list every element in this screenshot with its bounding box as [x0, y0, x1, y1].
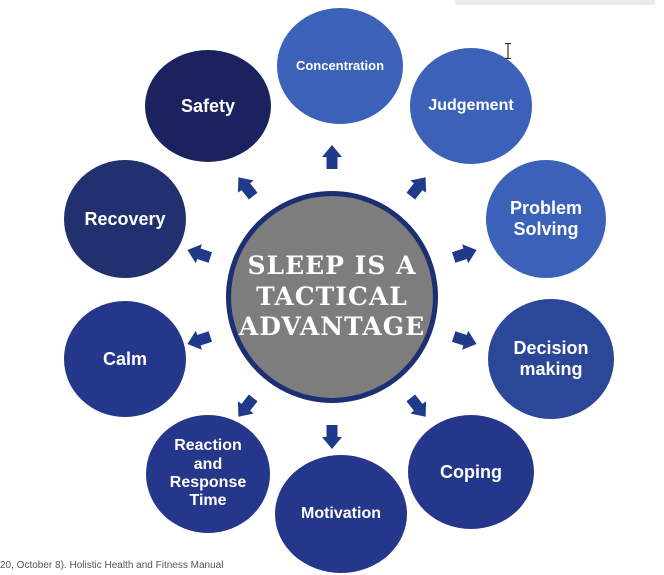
center-title: SLEEP IS A TACTICAL ADVANTAGE [238, 251, 426, 342]
node-judgement-label: Judgement [428, 96, 514, 114]
arrow-to-concentration [322, 145, 342, 169]
arrow-to-decision-making [452, 330, 477, 350]
node-problem-solving-label: Problem Solving [509, 198, 583, 239]
arrow-to-judgement [406, 177, 427, 200]
node-concentration: Concentration [277, 8, 403, 124]
node-reaction-label: Reaction and Response Time [169, 437, 247, 510]
center-circle: SLEEP IS A TACTICAL ADVANTAGE [226, 191, 438, 403]
arrow-to-problem-solving [452, 244, 477, 264]
node-recovery: Recovery [64, 160, 186, 278]
text-cursor-icon [505, 43, 511, 59]
node-decision-making: Decision making [488, 299, 614, 419]
node-motivation-label: Motivation [301, 504, 381, 522]
node-safety: Safety [145, 50, 271, 162]
top-edge-bar [455, 0, 655, 5]
node-concentration-label: Concentration [295, 57, 385, 73]
arrow-to-coping [406, 394, 427, 417]
node-coping-label: Coping [440, 461, 502, 482]
arrow-to-reaction [237, 394, 258, 417]
arrow-to-motivation [322, 425, 342, 449]
node-decision-making-label: Decision making [513, 338, 589, 379]
node-recovery-label: Recovery [84, 208, 166, 229]
arrow-to-calm [187, 330, 212, 350]
node-judgement: Judgement [410, 48, 532, 164]
node-reaction: Reaction and Response Time [146, 415, 270, 533]
node-safety-label: Safety [180, 95, 236, 116]
citation-text: 20, October 8). Holistic Health and Fitn… [0, 560, 224, 571]
arrow-to-safety [237, 177, 258, 200]
node-problem-solving: Problem Solving [486, 160, 606, 278]
node-calm: Calm [64, 301, 186, 417]
node-coping: Coping [408, 415, 534, 529]
node-motivation: Motivation [275, 455, 407, 573]
node-calm-label: Calm [102, 348, 147, 369]
arrow-to-recovery [187, 244, 212, 264]
